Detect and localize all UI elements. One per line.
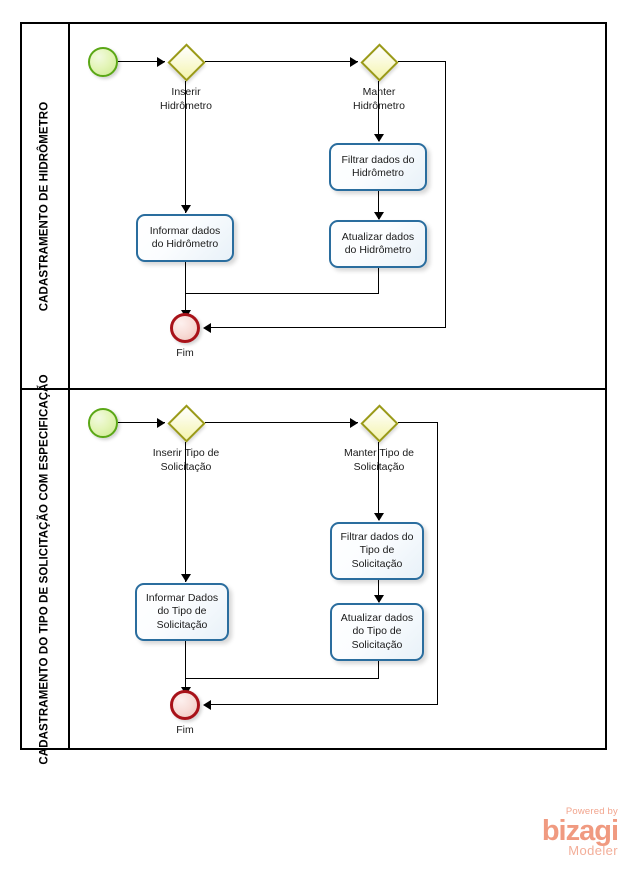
flow-atualizar-left xyxy=(186,293,379,295)
gateway-inserir-hidrometro[interactable] xyxy=(166,42,206,82)
flow-manter-right-to-fim-tipo xyxy=(210,704,438,706)
arrowhead-icon xyxy=(203,700,211,710)
flow-inserir-to-informar-tipo xyxy=(185,442,187,582)
flow-atualizar-down xyxy=(378,268,380,294)
end-event-hidrometro-label: Fim xyxy=(176,347,194,359)
lane-header-tipo-solicitacao: CADASTRAMENTO DO TIPO DE SOLICITAÇÃO COM… xyxy=(22,374,70,764)
logo-powered-by-text: Powered by xyxy=(565,806,618,817)
lane-body-tipo-solicitacao: Inserir Tipo de Solicitação Manter Tipo … xyxy=(70,390,605,748)
task-filtrar-dados-tipo-solicitacao[interactable]: Filtrar dados do Tipo de Solicitação xyxy=(330,522,424,580)
task-informar-dados-tipo-solicitacao[interactable]: Informar Dados do Tipo de Solicitação xyxy=(135,583,229,641)
gateway-inserir-tipo-solicitacao-label: Inserir Tipo de Solicitação xyxy=(152,447,220,473)
task-informar-dados-hidrometro[interactable]: Informar dados do Hidrômetro xyxy=(136,214,234,262)
flow-inserir-to-manter xyxy=(205,61,358,63)
arrowhead-icon xyxy=(374,212,384,220)
flow-manter-to-filtrar-tipo xyxy=(378,442,380,520)
task-atualizar-dados-tipo-solicitacao[interactable]: Atualizar dados do Tipo de Solicitação xyxy=(330,603,424,661)
flow-manter-right-to-fim xyxy=(210,327,446,329)
lane-cadastramento-tipo-solicitacao: CADASTRAMENTO DO TIPO DE SOLICITAÇÃO COM… xyxy=(22,374,605,764)
lane-title-hidrometro: CADASTRAMENTO DE HIDRÔMETRO xyxy=(38,101,51,311)
flow-informar-to-fim-tipo xyxy=(185,641,187,695)
flow-filtrar-to-atualizar-tipo xyxy=(378,580,380,602)
flow-start-to-inserir-tipo xyxy=(118,422,165,424)
flow-inserir-to-informar xyxy=(185,81,187,213)
flow-manter-to-filtrar xyxy=(378,81,380,141)
end-event-tipo-solicitacao[interactable] xyxy=(170,690,200,720)
arrowhead-icon xyxy=(181,205,191,213)
flow-manter-right xyxy=(398,61,446,63)
arrowhead-icon xyxy=(181,574,191,582)
lane-cadastramento-hidrometro: CADASTRAMENTO DE HIDRÔMETRO Inserir Hidr… xyxy=(22,24,605,390)
arrowhead-icon xyxy=(350,57,358,67)
flow-manter-right-tipo xyxy=(398,422,438,424)
process-pool: CADASTRAMENTO DE HIDRÔMETRO Inserir Hidr… xyxy=(20,22,607,764)
arrowhead-icon xyxy=(374,513,384,521)
arrowhead-icon xyxy=(203,323,211,333)
lane-header-hidrometro: CADASTRAMENTO DE HIDRÔMETRO xyxy=(22,24,70,388)
flow-manter-right-down-tipo xyxy=(437,422,439,705)
end-event-tipo-solicitacao-label: Fim xyxy=(176,724,194,736)
start-event-hidrometro[interactable] xyxy=(88,47,118,77)
arrowhead-icon xyxy=(157,57,165,67)
flow-start-to-inserir xyxy=(118,61,165,63)
flow-inserir-to-manter-tipo xyxy=(205,422,358,424)
gateway-inserir-tipo-solicitacao[interactable] xyxy=(166,403,206,443)
start-event-tipo-solicitacao[interactable] xyxy=(88,408,118,438)
flow-manter-right-down xyxy=(445,61,447,328)
arrowhead-icon xyxy=(157,418,165,428)
bizagi-logo: Powered by bizagi Modeler xyxy=(498,806,619,864)
logo-product-name: Modeler xyxy=(568,843,618,858)
lane-body-hidrometro: Inserir Hidrômetro Manter Hidrômetro Inf… xyxy=(70,24,605,388)
flow-atualizar-down-tipo xyxy=(378,661,380,679)
arrowhead-icon xyxy=(374,595,384,603)
gateway-manter-hidrometro[interactable] xyxy=(359,42,399,82)
flow-atualizar-left-tipo xyxy=(186,678,379,680)
arrowhead-icon xyxy=(374,134,384,142)
gateway-manter-tipo-solicitacao[interactable] xyxy=(359,403,399,443)
end-event-hidrometro[interactable] xyxy=(170,313,200,343)
flow-filtrar-to-atualizar xyxy=(378,191,380,219)
task-filtrar-dados-hidrometro[interactable]: Filtrar dados do Hidrômetro xyxy=(329,143,427,191)
logo-brand-name: bizagi xyxy=(541,815,619,847)
task-atualizar-dados-hidrometro[interactable]: Atualizar dados do Hidrômetro xyxy=(329,220,427,268)
arrowhead-icon xyxy=(350,418,358,428)
flow-informar-to-fim xyxy=(185,262,187,318)
lane-title-tipo-solicitacao: CADASTRAMENTO DO TIPO DE SOLICITAÇÃO COM… xyxy=(38,373,51,765)
